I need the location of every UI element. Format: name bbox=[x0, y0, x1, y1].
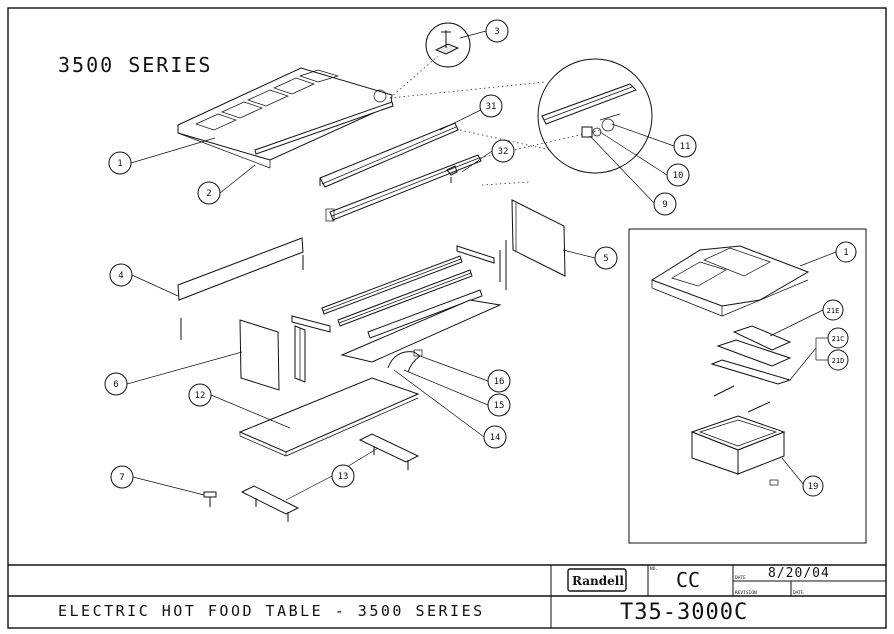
date-value: 8/20/04 bbox=[768, 566, 830, 581]
detail-circle-brackets bbox=[537, 58, 653, 174]
detail-callout-21c: 21C bbox=[827, 327, 849, 349]
drawing-description: ELECTRIC HOT FOOD TABLE - 3500 SERIES bbox=[58, 602, 485, 620]
part-leg-brackets bbox=[240, 433, 420, 522]
revision-label: REVISION bbox=[735, 590, 757, 596]
randell-logo: Randell bbox=[567, 568, 627, 592]
detail-callout-1: 1 bbox=[835, 241, 857, 263]
callout-13: 13 bbox=[331, 464, 355, 488]
callout-5: 5 bbox=[594, 246, 618, 270]
svg-text:12: 12 bbox=[195, 391, 206, 401]
svg-text:2: 2 bbox=[206, 189, 211, 199]
callout-15: 15 bbox=[487, 393, 511, 417]
leader-lines bbox=[126, 30, 675, 501]
svg-text:4: 4 bbox=[118, 271, 123, 281]
detail-leader-lines bbox=[769, 251, 837, 486]
callout-31: 31 bbox=[479, 94, 503, 118]
part-heating-element bbox=[387, 349, 423, 373]
part-front-strip bbox=[254, 101, 394, 155]
detail-callout-19: 19 bbox=[802, 475, 824, 497]
part-rail-32 bbox=[325, 154, 482, 222]
part-end-panel bbox=[499, 199, 566, 290]
drawing-number: T35-3000C bbox=[620, 600, 748, 625]
svg-text:14: 14 bbox=[490, 433, 501, 443]
detail-callout-21e: 21E bbox=[822, 299, 844, 321]
rev-date-label: DATE bbox=[793, 590, 804, 596]
svg-text:31: 31 bbox=[486, 102, 497, 112]
callout-1: 1 bbox=[108, 151, 132, 175]
svg-text:32: 32 bbox=[498, 147, 509, 157]
detail-trim-parts bbox=[710, 325, 792, 413]
detail-circle-3 bbox=[425, 22, 471, 68]
callout-6: 6 bbox=[104, 372, 128, 396]
date-label: DATE bbox=[735, 575, 746, 581]
detail-callout-21d: 21D bbox=[827, 349, 849, 371]
callout-10: 10 bbox=[666, 163, 690, 187]
part-bottom-shelf bbox=[238, 377, 420, 457]
title-block bbox=[8, 564, 886, 628]
svg-text:21E: 21E bbox=[827, 307, 840, 315]
callout-9: 9 bbox=[653, 192, 677, 216]
svg-text:11: 11 bbox=[680, 142, 691, 152]
svg-text:1: 1 bbox=[117, 159, 122, 169]
part-rail-31 bbox=[319, 122, 459, 188]
detail-box bbox=[628, 228, 867, 544]
drawing-border bbox=[7, 7, 887, 629]
detail-top-assembly bbox=[650, 245, 810, 317]
svg-text:16: 16 bbox=[494, 377, 505, 387]
part-foot bbox=[203, 491, 217, 507]
part-top-assembly bbox=[177, 67, 393, 169]
part-back-panel bbox=[177, 237, 304, 340]
callout-14: 14 bbox=[483, 425, 507, 449]
detail-food-well bbox=[690, 415, 786, 486]
svg-text:5: 5 bbox=[603, 254, 608, 264]
svg-text:9: 9 bbox=[662, 200, 667, 210]
series-title: 3500 SERIES bbox=[58, 53, 212, 77]
part-left-end-panel bbox=[239, 315, 331, 391]
projection-lines bbox=[389, 55, 601, 186]
callout-4: 4 bbox=[109, 263, 133, 287]
no-label: NO. bbox=[650, 566, 658, 572]
svg-text:15: 15 bbox=[494, 401, 505, 411]
svg-text:Randell: Randell bbox=[572, 574, 624, 588]
callout-2: 2 bbox=[197, 181, 221, 205]
callout-32: 32 bbox=[491, 139, 515, 163]
callout-12: 12 bbox=[188, 383, 212, 407]
svg-text:3: 3 bbox=[494, 27, 499, 37]
callout-11: 11 bbox=[673, 134, 697, 158]
svg-text:19: 19 bbox=[808, 482, 819, 492]
drawn-by: CC bbox=[676, 568, 700, 592]
svg-text:6: 6 bbox=[113, 380, 118, 390]
svg-text:10: 10 bbox=[673, 171, 684, 181]
callout-16: 16 bbox=[487, 369, 511, 393]
svg-text:7: 7 bbox=[119, 473, 124, 483]
svg-text:21C: 21C bbox=[832, 335, 845, 343]
svg-text:21D: 21D bbox=[832, 357, 845, 365]
svg-text:13: 13 bbox=[338, 472, 349, 482]
svg-text:1: 1 bbox=[843, 248, 848, 258]
part-rails-group bbox=[321, 245, 502, 363]
callout-7: 7 bbox=[110, 465, 134, 489]
callout-3: 3 bbox=[485, 19, 509, 43]
